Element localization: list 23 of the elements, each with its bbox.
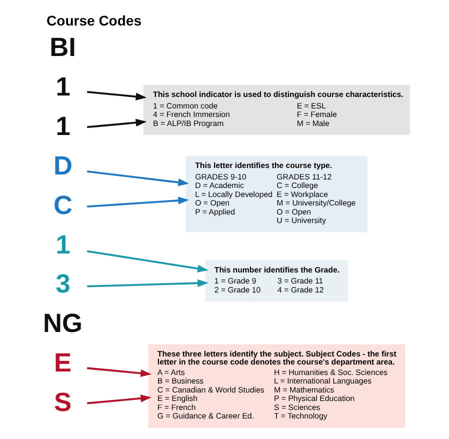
arrow [87, 118, 147, 128]
arrow [87, 170, 190, 186]
node-text: D [54, 150, 73, 180]
node-text: NG [43, 308, 82, 338]
node-text: 1 [56, 71, 70, 102]
node-box: This school indicator is used to distinguish course characteristics. 1 = Common code 4 = French Immersion B = ALP/IB Program E = ESL F = Female M = Male [143, 84, 410, 135]
arrow [87, 196, 190, 208]
node-text: 1 [56, 110, 70, 141]
arrow [87, 279, 208, 288]
arrow [87, 367, 152, 378]
arrow [86, 250, 208, 272]
diagram-title: Course Codes [46, 12, 142, 29]
arrow [87, 394, 152, 404]
node-text: E [54, 348, 72, 378]
node-box: This number identifies the Grade. 1 = Grade 9 2 = Grade 10 3 = Grade 11 4 = Grade 12 [205, 260, 348, 302]
arrow [87, 90, 147, 100]
node-text: C [54, 190, 73, 220]
node-text: BI [50, 32, 76, 62]
node-text: 3 [56, 268, 70, 299]
node-text: S [54, 387, 72, 418]
node-box: This letter identifies the course type. GRADES 9-10 D = Academic L = Locally Developed O = Open P = Applied GRADES 11-12 C = College E = Workplace M = University/College O = Open U = University [186, 156, 368, 232]
node-text: 1 [56, 229, 70, 260]
node-box: These three letters identify the subject. Subject Codes - the first letter in the course code denotes the course's department area. A = Arts B = Business C = Canadian & World Studies E = English F = French G = Guidance & Career Ed. H = Humanities & Soc. Sciences L = International Languages M = Mathematics P = Physical Education S = Sciences T = Technology [148, 344, 406, 428]
